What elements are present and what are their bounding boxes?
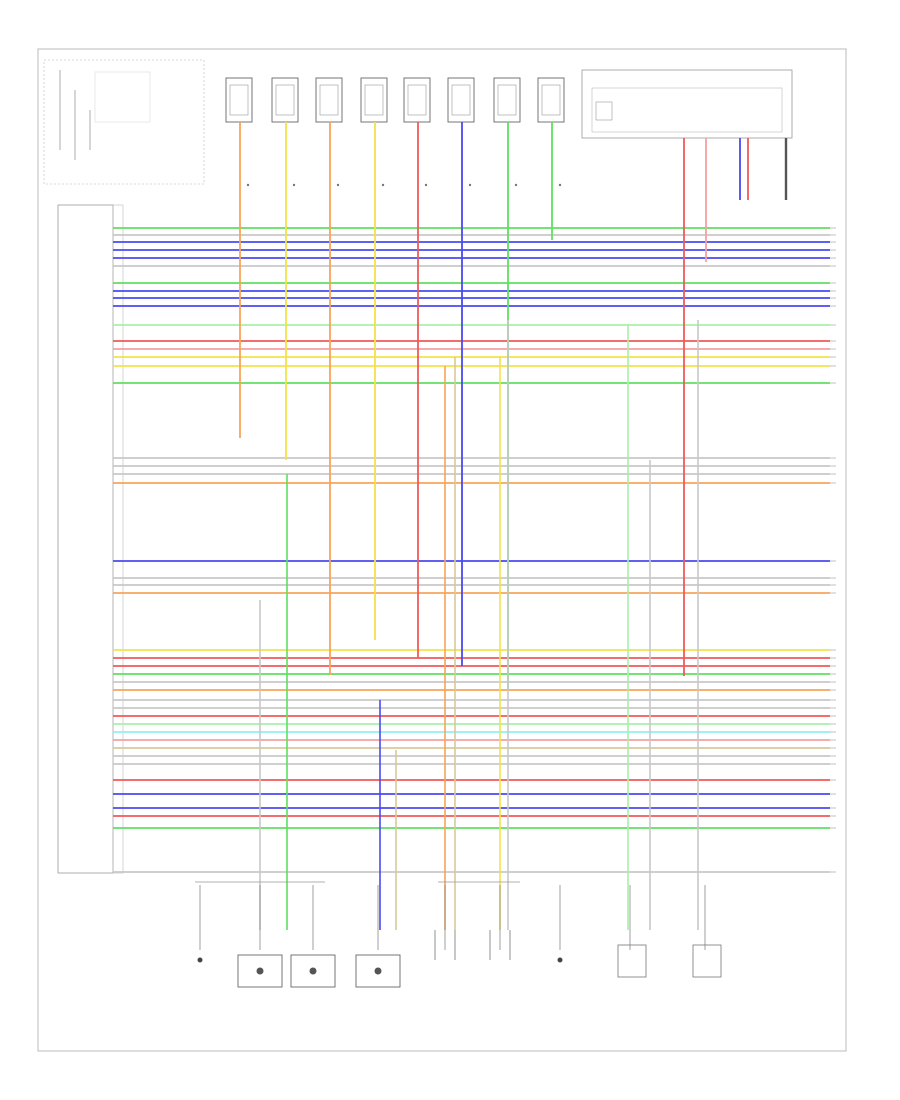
injector-connector-inner (229, 84, 249, 116)
ecm-module (57, 204, 124, 874)
splice-dot (336, 183, 340, 187)
injector-connector-inner (497, 84, 517, 116)
oxygen-sensor-body (617, 944, 647, 978)
splice-dot (381, 183, 385, 187)
oxygen-sensor-1 (617, 885, 647, 978)
injector-connector (315, 77, 343, 123)
injector-connector-inner (451, 84, 471, 116)
ground-terminal (197, 957, 203, 963)
oxygen-sensor-2 (692, 885, 722, 978)
sensor-1 (237, 885, 283, 988)
sensor-3 (355, 885, 401, 988)
ground-switch-2 (557, 885, 563, 963)
injector-connector-inner (541, 84, 561, 116)
right-module-box (581, 69, 793, 139)
bottom-components (197, 885, 722, 988)
sensor-element (256, 967, 264, 975)
injector-connector-inner (364, 84, 384, 116)
right-terminal-ticks (830, 227, 836, 873)
ground-switch (197, 885, 203, 963)
splice-dot (424, 183, 428, 187)
splice-dot (558, 183, 562, 187)
oxygen-sensor-body (692, 944, 722, 978)
vertical-wires (239, 122, 788, 930)
injector-connector-inner (407, 84, 427, 116)
sensor-element (374, 967, 382, 975)
top-connector-row (225, 77, 565, 187)
sensor-body (290, 954, 336, 988)
sensor-element (309, 967, 317, 975)
ground-terminal (557, 957, 563, 963)
sensor-body (237, 954, 283, 988)
injector-connector-inner (275, 84, 295, 116)
injector-connector-inner (319, 84, 339, 116)
top-left-switch-box (43, 59, 205, 185)
sensor-2 (290, 885, 336, 988)
horizontal-wires (113, 227, 830, 873)
injector-connector (360, 77, 388, 123)
injector-connector (493, 77, 521, 123)
injector-connector (403, 77, 431, 123)
injector-connector (537, 77, 565, 123)
injector-connector (225, 77, 253, 123)
diagram-frame (37, 48, 847, 1052)
sensor-body (355, 954, 401, 988)
pressure-sensor-1 (434, 885, 456, 960)
splice-dot (246, 183, 250, 187)
splice-dot (514, 183, 518, 187)
pressure-sensor-2 (489, 885, 511, 960)
injector-connector (271, 77, 299, 123)
splice-dot (292, 183, 296, 187)
injector-connector (447, 77, 475, 123)
splice-dot (468, 183, 472, 187)
